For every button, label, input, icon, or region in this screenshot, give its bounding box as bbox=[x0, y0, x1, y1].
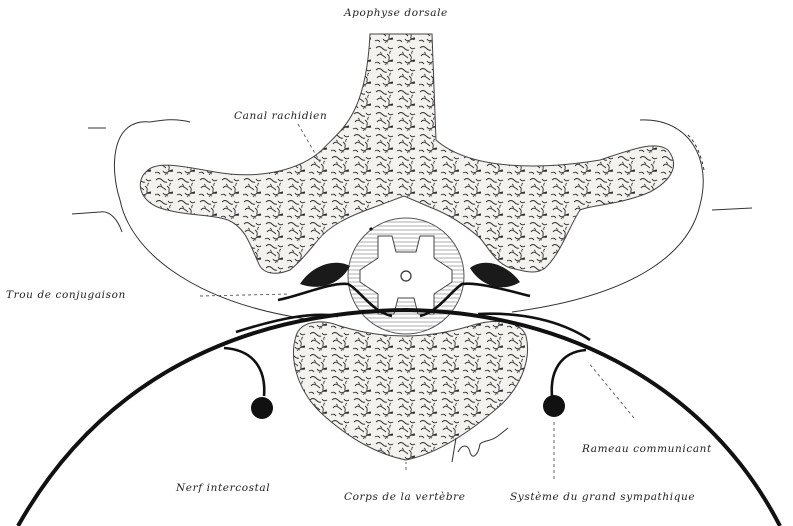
label-rameau-communicant: Rameau communicant bbox=[581, 443, 712, 455]
label-nerf-intercostal: Nerf intercostal bbox=[175, 482, 270, 494]
label-apophyse-dorsale: Apophyse dorsale bbox=[343, 7, 448, 19]
label-canal-rachidien: Canal rachidien bbox=[234, 110, 327, 122]
label-systeme-grand-sympathique: Système du grand sympathique bbox=[510, 491, 695, 503]
label-trou-de-conjugaison: Trou de conjugaison bbox=[6, 289, 126, 301]
right-rameau-communicant bbox=[543, 350, 586, 417]
label-corps-de-la-vertebre: Corps de la vertèbre bbox=[344, 491, 466, 503]
spinal-cord bbox=[348, 218, 464, 334]
left-rameau-communicant bbox=[224, 348, 273, 419]
